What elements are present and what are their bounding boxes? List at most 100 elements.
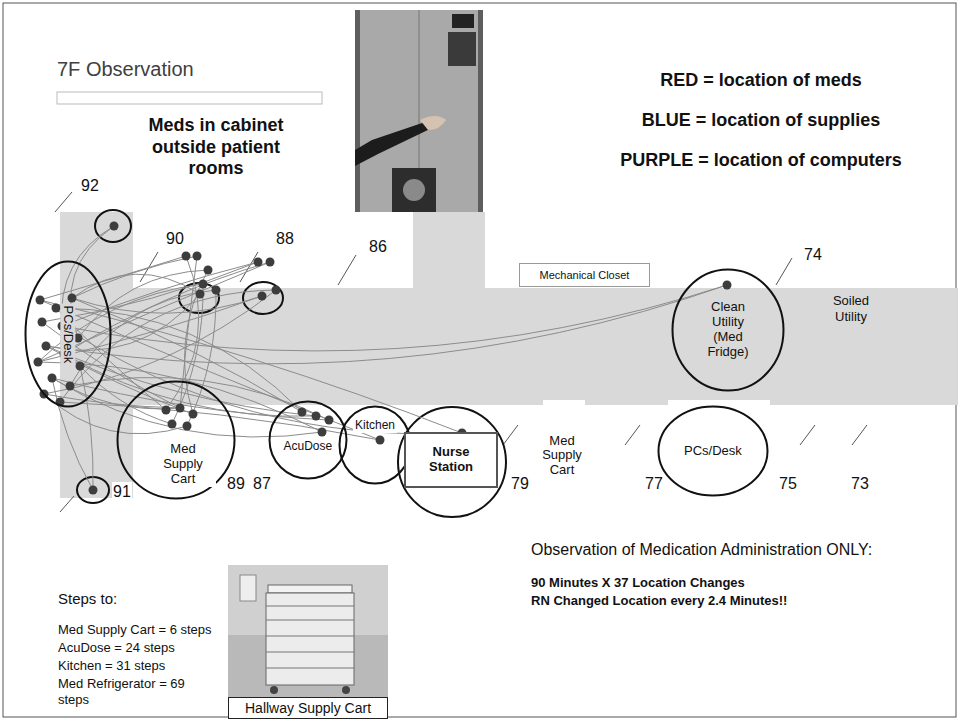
steps-heading: Steps to: (57, 590, 118, 608)
highlight-circle (398, 407, 506, 517)
page-title: 7F Observation (57, 58, 194, 81)
supply-cart-photo (266, 593, 354, 685)
room-number: 92 (80, 176, 100, 195)
elevator-photo (355, 10, 483, 212)
room-divider (140, 252, 158, 282)
room-divider (503, 425, 518, 445)
supply-cart-photo (240, 575, 256, 601)
observation-dot (168, 420, 177, 429)
observation-dot (189, 410, 198, 419)
observation-dot (89, 486, 98, 495)
observation-dot (266, 258, 275, 267)
location-circle: AcuDose (268, 400, 348, 480)
corridor (60, 212, 958, 498)
observation-dot (183, 422, 192, 431)
legend-note: PURPLE = location of computers (610, 150, 912, 172)
supply-cart-photo (270, 686, 278, 694)
room-number: 79 (510, 474, 530, 493)
room-number: 88 (275, 229, 295, 248)
observation-dot (52, 304, 61, 313)
supply-cart-photo (266, 668, 354, 669)
walking-path (166, 256, 199, 410)
observation-dot (298, 408, 307, 417)
room-number: 89 (226, 474, 246, 493)
elevator-photo (360, 10, 478, 212)
circle-outline (659, 407, 768, 496)
walking-path (40, 300, 380, 440)
observation-dot (193, 252, 202, 261)
node-label: Kitchen (353, 419, 397, 433)
room-number: 75 (778, 474, 798, 493)
observation-dot (38, 318, 47, 327)
observation-heading: Observation of Medication Administration… (530, 540, 873, 559)
room-number: 91 (112, 482, 132, 501)
room-divider (776, 258, 792, 285)
walking-path (38, 362, 322, 432)
observation-stat: 90 Minutes X 37 Location Changes (530, 575, 746, 591)
legend-note: RED = location of meds (610, 70, 912, 92)
node-label: PCs/Desk (60, 303, 75, 365)
walking-path (72, 256, 197, 298)
location-circle: PCs/Desk (24, 260, 112, 408)
walking-path (40, 300, 462, 433)
corridor (60, 212, 133, 498)
steps-item: Med Refrigerator = 69 steps (57, 676, 209, 707)
caption-box: Hallway Supply Cart (228, 697, 388, 719)
observation-dot (34, 358, 43, 367)
observation-dot (272, 286, 281, 295)
observation-dot (723, 281, 732, 290)
circle-outline (270, 402, 347, 479)
room-divider (852, 425, 867, 445)
supply-cart-photo (228, 565, 388, 697)
circle-outline (340, 407, 411, 484)
walking-path (46, 285, 727, 364)
observation-dot (254, 258, 263, 267)
circle-outline (673, 270, 784, 391)
elevator-photo (420, 116, 446, 130)
room-number: 87 (252, 474, 272, 493)
observation-dot (68, 294, 77, 303)
supply-cart-photo (266, 606, 354, 607)
observation-dot (42, 342, 51, 351)
node-label: Med Supply Cart (150, 442, 216, 487)
room-number: 90 (165, 229, 185, 248)
observation-dot (312, 412, 321, 421)
steps-item: AcuDose = 24 steps (57, 640, 176, 656)
corridor (543, 400, 585, 412)
elevator-photo (392, 168, 436, 212)
highlight-circle (243, 282, 283, 314)
observation-dot (376, 436, 385, 445)
observation-dot (325, 416, 334, 425)
location-circle: Med Supply Cart (116, 380, 236, 500)
elevator-photo (403, 179, 425, 201)
node-label: Med Supply Cart (532, 434, 592, 479)
room-number: 74 (803, 245, 823, 264)
node-label: AcuDose (282, 440, 335, 454)
walking-path (52, 378, 322, 437)
room-divider (338, 255, 356, 285)
room-number: 77 (644, 474, 664, 493)
observation-dot (204, 266, 213, 275)
node-label: Hallway Supply Cart (243, 700, 373, 716)
observation-dot (196, 290, 205, 299)
area-label: Soiled Utility (815, 293, 887, 324)
cart-area: Med Supply Cart (530, 428, 594, 484)
elevator-photo (452, 14, 474, 28)
observation-dot (36, 296, 45, 305)
room-divider (55, 192, 72, 212)
observation-dot (182, 252, 191, 261)
node-label: PCs/Desk (682, 444, 744, 459)
node-label: Mechanical Closet (538, 269, 632, 282)
room-divider (240, 252, 258, 282)
observation-dot (162, 406, 171, 415)
supply-cart-photo (266, 636, 354, 637)
corridor (413, 212, 485, 292)
observation-dot (318, 428, 327, 437)
observation-dot (212, 286, 221, 295)
elevator-photo (355, 122, 432, 166)
observation-dot (66, 382, 75, 391)
